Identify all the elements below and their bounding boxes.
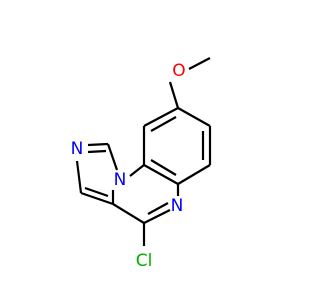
bond-c6-c5a xyxy=(177,164,211,185)
bond-c1-n10 xyxy=(106,143,119,171)
bond-c3a-c3-inner xyxy=(84,186,109,198)
atom-bridgehead-nitrogen: N xyxy=(114,170,127,190)
bond-c9-c8-inner xyxy=(150,116,177,132)
molecule-structure: O N N N Cl xyxy=(71,57,212,271)
bond-n5-c4 xyxy=(143,209,171,224)
bonds xyxy=(75,57,212,246)
bond-c5a-c9a-inner xyxy=(150,159,177,176)
bond-c8-c7 xyxy=(177,107,211,127)
atom-methoxy-oxygen: O xyxy=(172,61,185,81)
atom-chlorine: Cl xyxy=(136,251,153,271)
bond-c3a-c3 xyxy=(80,191,114,206)
bond-c3-n2 xyxy=(75,160,83,194)
atom-labels: O N N N Cl xyxy=(71,61,186,271)
bond-n2-c1-inner xyxy=(87,149,107,154)
bond-c9a-n10 xyxy=(129,164,145,177)
bond-n2-c1 xyxy=(87,142,109,147)
bond-n5-c4-inner xyxy=(147,202,169,215)
atom-pyrazine-nitrogen: N xyxy=(171,196,184,216)
bond-methyl-o xyxy=(188,57,211,70)
bond-c9-c8 xyxy=(143,107,179,127)
bond-o-c8 xyxy=(168,81,180,109)
bond-c4-c3a xyxy=(112,203,145,224)
structure-canvas: O N N N Cl xyxy=(71,57,212,271)
bond-c5a-c9a xyxy=(143,164,179,185)
atom-imidazole-nitrogen: N xyxy=(71,139,84,159)
